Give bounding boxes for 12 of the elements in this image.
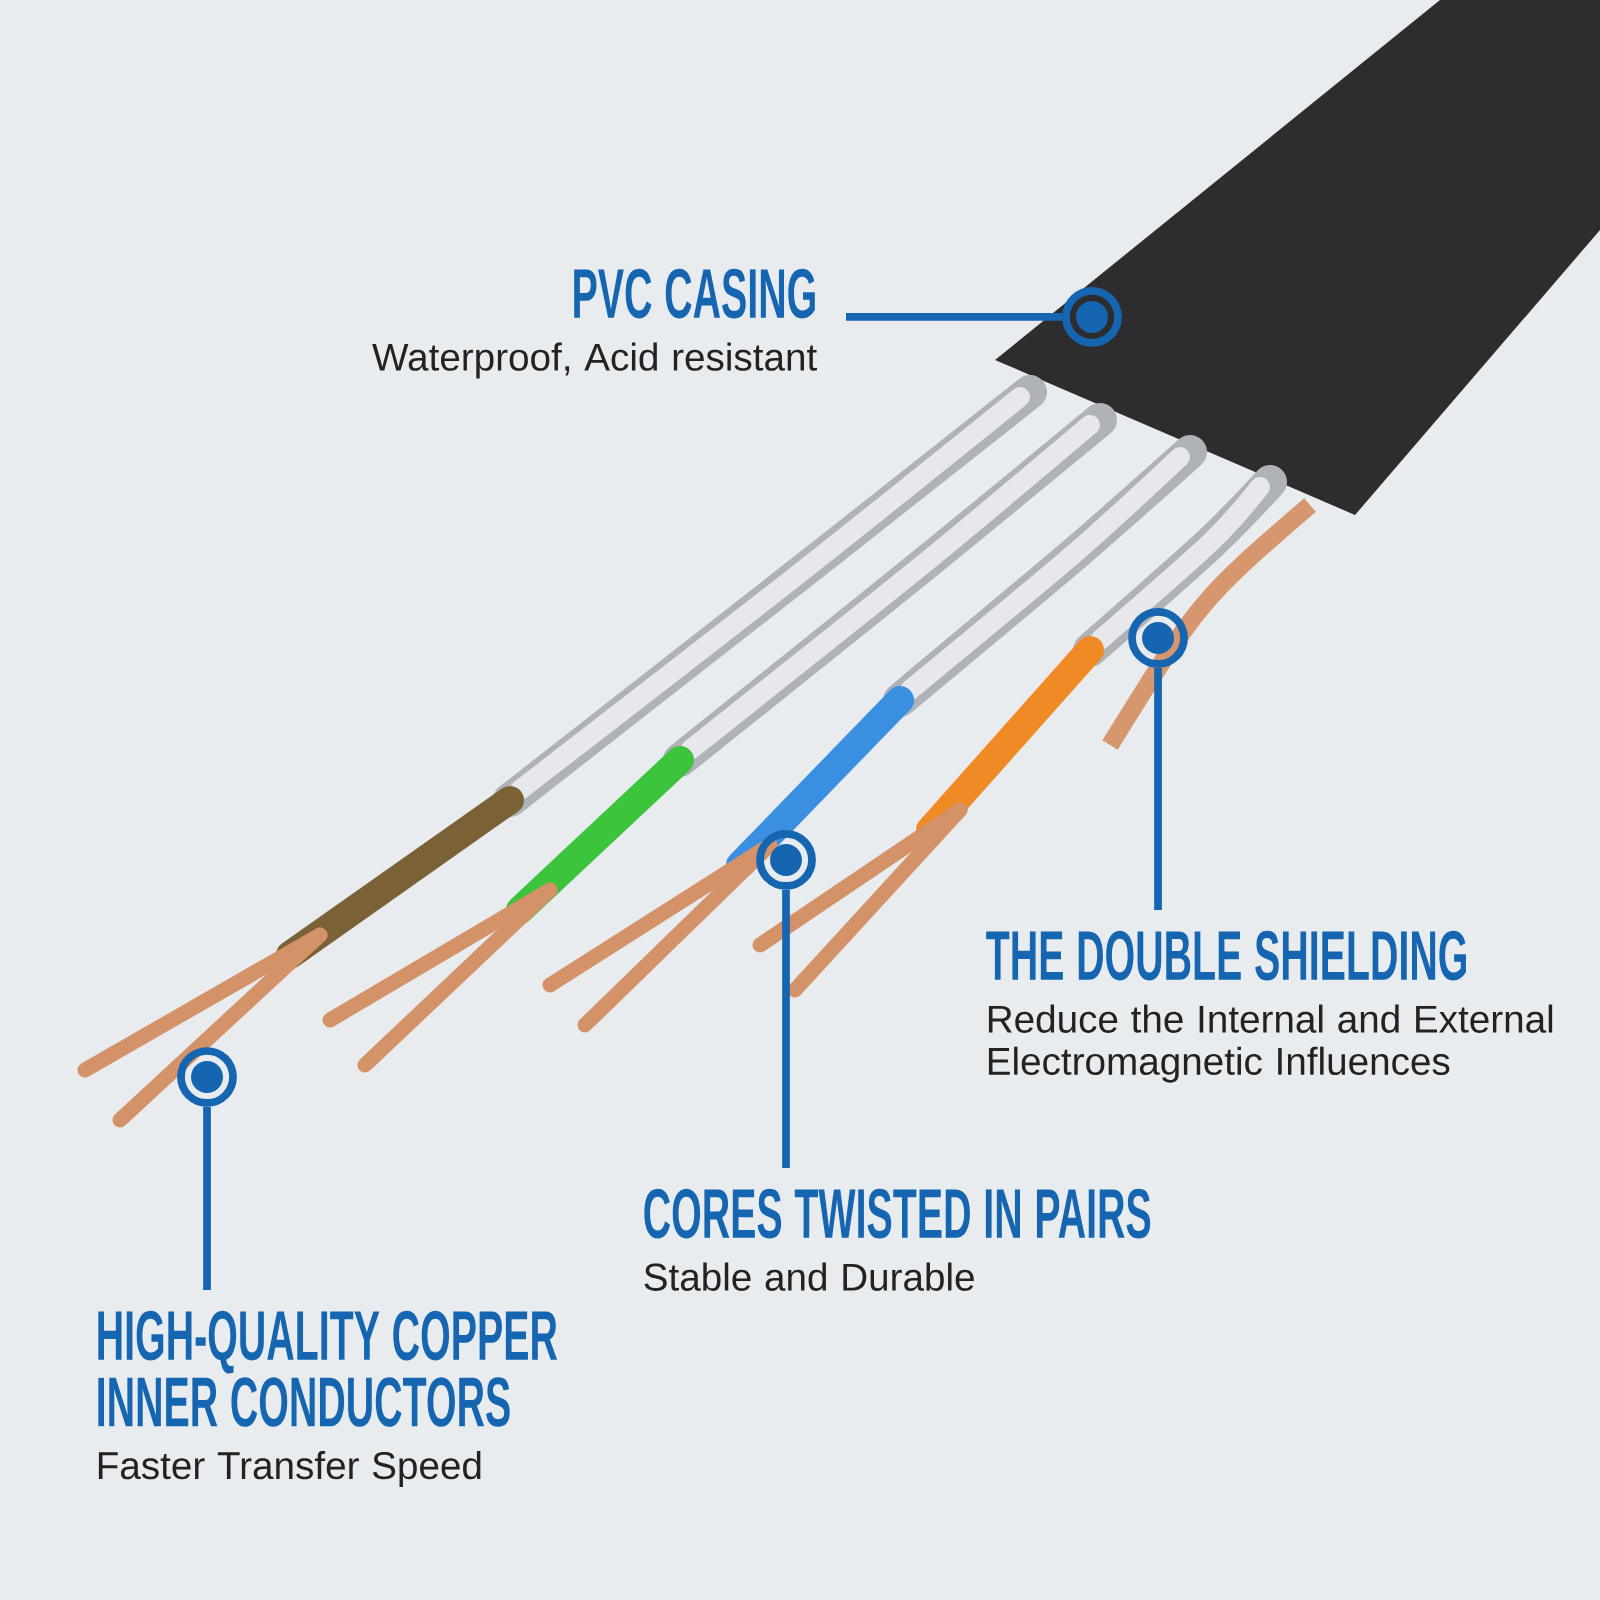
marker-dot xyxy=(177,1047,237,1107)
marker-dot xyxy=(756,830,816,890)
callout-heading: CORES TWISTED IN PAIRS xyxy=(644,1188,1151,1239)
callout-text: Waterproof, Acid resistant xyxy=(372,342,817,379)
marker-dot xyxy=(1062,287,1122,347)
callout-text: Stable and Durable xyxy=(644,1262,974,1291)
callout-text: Reduce the Internal and External Electromagnetic Influences xyxy=(988,1004,1553,1083)
callout-text: Faster Transfer Speed xyxy=(98,1450,481,1487)
callout-heading: THE DOUBLE SHIELDING xyxy=(986,930,1466,981)
callout-heading: HIGH-QUALITY COPPER INNER CONDUCTORS xyxy=(98,1310,558,1427)
marker-dot xyxy=(1128,608,1188,668)
callout-heading: PVC CASING xyxy=(574,268,815,319)
